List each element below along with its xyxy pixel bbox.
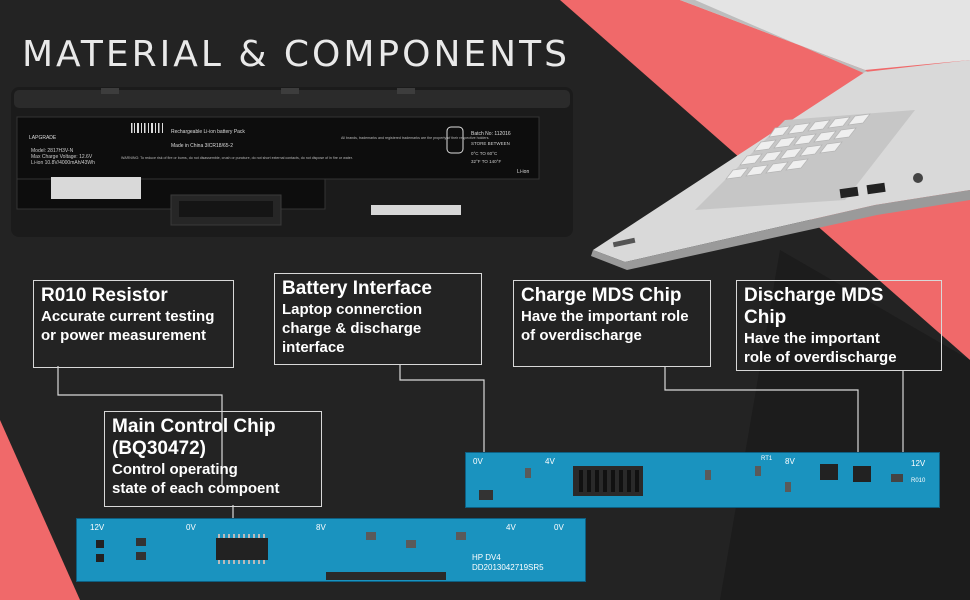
pcb-bottom-label-4v: 4V — [506, 523, 516, 532]
battery-warning: WARNING: To reduce risk of fire or burns… — [121, 156, 353, 160]
battery-batch: Batch No: 112016 — [471, 131, 511, 137]
callout-discharge-mds-chip: Discharge MDS Chip Have the important ro… — [736, 280, 942, 371]
pcb-bottom-serial: DD2013042719SR5 — [472, 563, 544, 572]
callout-r010-heading: R010 Resistor — [41, 285, 168, 306]
battery-max-charge: Max Charge Voltage: 12.6V — [31, 154, 93, 160]
callout-battery-interface-line-2: charge & discharge — [282, 320, 422, 337]
barcode-icon — [131, 123, 163, 133]
callout-battery-interface-line-1: Laptop connerction — [282, 301, 422, 318]
callout-charge-mds-chip: Charge MDS Chip Have the important role … — [513, 280, 711, 367]
battery-store-between: STORE BETWEEN — [471, 141, 510, 146]
battery-connector — [573, 466, 643, 496]
pcb-board-bottom: 12V 0V 8V 4V 0V HP DV4 DD2013042719SR5 — [76, 518, 586, 582]
callout-charge-mds-line-1: Have the important role — [521, 308, 689, 325]
main-control-chip — [216, 538, 268, 560]
callout-main-control-line-1: Control operating — [112, 461, 238, 478]
accent-shape-bottom-left — [0, 420, 80, 600]
callout-battery-interface: Battery Interface Laptop connerction cha… — [274, 273, 482, 365]
battery-spec: Li-ion 10.8V/4000mAh/43Wh — [31, 160, 95, 166]
callout-r010-line-2: or power measurement — [41, 327, 207, 344]
discharge-mds-chip — [853, 466, 871, 482]
pcb-bottom-label-0v-right: 0V — [554, 523, 564, 532]
callout-main-control-chip: Main Control Chip (BQ30472) Control oper… — [104, 411, 322, 507]
laptop-image — [591, 0, 970, 270]
battery-trademark: All brands, trademarks and registered tr… — [341, 136, 489, 140]
pcb-top-label-0v: 0V — [473, 457, 483, 466]
keyboard-keys — [725, 113, 871, 180]
battery-type: Rechargeable Li-ion battery Pack — [171, 129, 245, 135]
pcb-bottom-label-8v: 8V — [316, 523, 326, 532]
battery-brand: LAPGRADE — [29, 135, 57, 141]
charge-mds-chip — [820, 464, 838, 480]
battery-temp-c: 0°C TO 60°C — [471, 151, 498, 156]
page-title: MATERIAL & COMPONENTS — [22, 34, 570, 75]
pcb-board-top: 0V 4V 8V 12V R010 RT1 — [465, 452, 940, 508]
callout-discharge-mds-line-1: Have the important — [744, 330, 880, 347]
callout-main-control-heading: Main Control Chip (BQ30472) — [112, 416, 276, 459]
battery-li-ion: Li-ion — [517, 169, 529, 175]
battery-temp-f: 32°F TO 140°F — [471, 159, 501, 164]
callout-discharge-mds-heading: Discharge MDS Chip — [744, 285, 884, 328]
battery-model: Model: 2817H3V-N — [31, 148, 74, 154]
pcb-bottom-label-12v: 12V — [90, 523, 105, 532]
pcb-top-label-4v: 4V — [545, 457, 555, 466]
pcb-top-label-8v: 8V — [785, 457, 795, 466]
battery-made-in: Made in China 3ICR18/65-2 — [171, 143, 233, 149]
callout-charge-mds-heading: Charge MDS Chip — [521, 285, 682, 306]
callout-r010-resistor: R010 Resistor Accurate current testing o… — [33, 280, 234, 368]
pcb-bottom-model: HP DV4 — [472, 553, 501, 562]
callout-main-control-line-2: state of each compoent — [112, 480, 280, 497]
pcb-top-label-r010: R010 — [911, 478, 926, 484]
callout-discharge-mds-line-2: role of overdischarge — [744, 349, 897, 366]
callout-battery-interface-line-3: interface — [282, 339, 345, 356]
callout-charge-mds-line-2: of overdischarge — [521, 327, 642, 344]
battery-pack-image: LAPGRADE Model: 2817H3V-N Max Charge Vol… — [11, 87, 573, 237]
pcb-bottom-label-0v-left: 0V — [186, 523, 196, 532]
pcb-top-label-rt1: RT1 — [761, 456, 773, 462]
callout-battery-interface-heading: Battery Interface — [282, 278, 432, 299]
pcb-top-label-12v: 12V — [911, 459, 926, 468]
callout-r010-line-1: Accurate current testing — [41, 308, 215, 325]
